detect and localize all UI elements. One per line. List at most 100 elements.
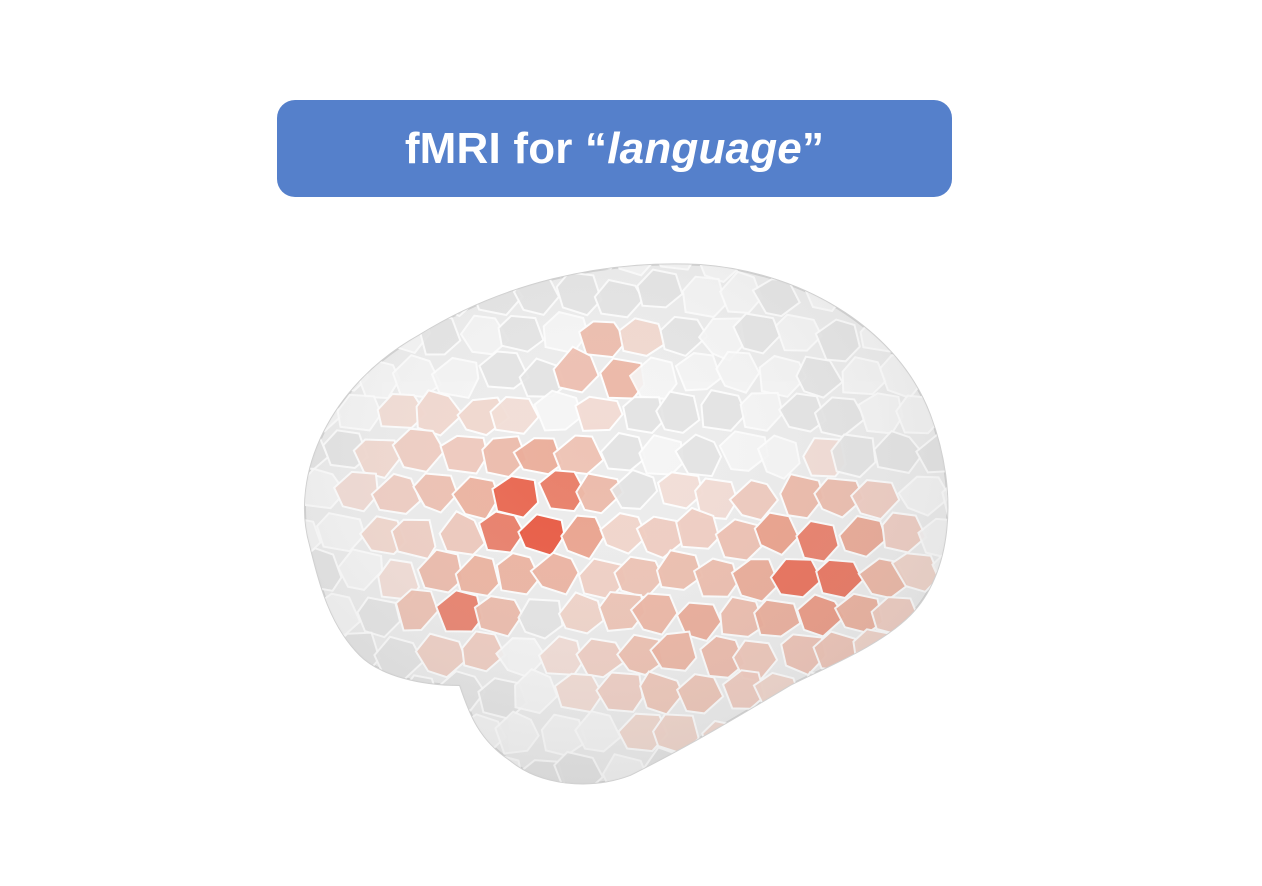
brain-parcel bbox=[357, 748, 403, 784]
brain-parcel bbox=[383, 794, 429, 805]
brain-parcel bbox=[917, 268, 948, 316]
brain-parcel bbox=[317, 273, 368, 315]
brain-parcel bbox=[304, 264, 343, 278]
brain-parcel bbox=[961, 282, 970, 319]
brain-parcel bbox=[414, 716, 466, 758]
brain-parcel bbox=[821, 794, 865, 805]
brain-parcel bbox=[779, 797, 824, 805]
brain-parcel bbox=[717, 751, 769, 784]
brain-parcel bbox=[931, 550, 948, 597]
brain-parcel bbox=[936, 632, 948, 678]
brain-parcel bbox=[314, 672, 366, 714]
brain-parcel bbox=[615, 790, 665, 805]
brain-parcel bbox=[961, 514, 971, 553]
title-suffix: ” bbox=[801, 123, 825, 173]
brain-parcel bbox=[781, 711, 828, 756]
brain-parcel bbox=[881, 756, 931, 784]
brain-parcel bbox=[334, 795, 377, 805]
brain-parcel bbox=[893, 792, 937, 805]
brain-parcel bbox=[304, 352, 330, 396]
brain-parcel bbox=[750, 754, 798, 784]
brain-parcel bbox=[578, 264, 625, 270]
brain-parcel bbox=[304, 751, 323, 784]
brain-parcel bbox=[929, 714, 948, 757]
brain-parcel bbox=[421, 794, 465, 806]
brain-parcel bbox=[657, 797, 706, 805]
brain-parcel bbox=[954, 437, 970, 477]
brain-parcel bbox=[671, 753, 719, 784]
brain-parcel bbox=[491, 264, 539, 276]
brain-parcel bbox=[859, 312, 907, 353]
brain-parcel bbox=[681, 275, 727, 319]
brain-parcel bbox=[304, 595, 328, 636]
brain-parcel bbox=[896, 634, 940, 674]
brain-parcel bbox=[913, 749, 948, 784]
brain-parcel bbox=[893, 713, 944, 756]
brain-parcel bbox=[461, 264, 510, 282]
brain-parcel bbox=[957, 595, 970, 638]
brain-parcel bbox=[379, 264, 430, 277]
brain-parcel bbox=[838, 270, 889, 313]
brain-parcel bbox=[421, 264, 469, 276]
brain-parcel bbox=[333, 719, 384, 764]
brain-parcel bbox=[854, 797, 903, 806]
brain-parcel bbox=[320, 752, 368, 784]
brain-parcel bbox=[270, 559, 301, 600]
brain-parcel bbox=[937, 317, 948, 358]
brain-parcel bbox=[304, 632, 344, 676]
brain-parcel bbox=[270, 312, 299, 350]
brain-parcel bbox=[915, 592, 948, 637]
brain-parcel bbox=[856, 709, 905, 754]
brain-parcel bbox=[955, 667, 971, 712]
brain-parcel bbox=[434, 757, 483, 784]
brain-parcel bbox=[270, 798, 305, 805]
brain-parcel bbox=[499, 793, 545, 805]
brain-parcel bbox=[396, 271, 443, 314]
title-emphasis: language bbox=[607, 123, 802, 173]
brain-parcel bbox=[477, 752, 524, 784]
brain-parcel bbox=[790, 750, 840, 784]
brain-parcel bbox=[534, 264, 582, 278]
brain-parcel bbox=[852, 628, 900, 671]
brain-parcel bbox=[299, 797, 342, 805]
brain-parcel bbox=[333, 317, 385, 360]
brain-parcel bbox=[270, 474, 300, 518]
brain-parcel bbox=[813, 264, 865, 279]
brain-parcel bbox=[800, 671, 849, 713]
brain-parcel bbox=[959, 349, 970, 390]
brain-parcel bbox=[837, 749, 883, 784]
title-prefix: fMRI for “ bbox=[404, 123, 608, 173]
brain-parcel bbox=[892, 264, 938, 278]
brain-parcel bbox=[304, 675, 328, 720]
brain-parcel bbox=[814, 708, 863, 754]
title-banner: fMRI for “language” bbox=[277, 100, 952, 197]
brain-parcel bbox=[735, 264, 783, 272]
brain-parcel bbox=[335, 264, 390, 273]
brain-parcel bbox=[270, 718, 300, 762]
brain-parcel bbox=[270, 245, 302, 276]
brain-parcel bbox=[918, 680, 948, 721]
brain-parcel bbox=[936, 399, 948, 441]
brain-parcel bbox=[938, 798, 970, 805]
brain-parcel bbox=[956, 754, 970, 793]
brain-parcel bbox=[304, 316, 348, 357]
brain-parcel bbox=[371, 712, 423, 754]
brain-parcel bbox=[777, 264, 831, 276]
brain-svg bbox=[270, 245, 971, 806]
brain-parcel bbox=[359, 274, 408, 314]
brain-parcel bbox=[304, 275, 328, 319]
brain-parcel bbox=[879, 673, 925, 718]
brain-parcel bbox=[696, 795, 745, 805]
brain-parcel bbox=[851, 264, 901, 272]
brain-parcel bbox=[351, 679, 402, 720]
brain-parcel bbox=[577, 796, 622, 805]
brain-parcel bbox=[894, 312, 947, 353]
brain-parcel bbox=[942, 264, 948, 277]
brain-parcel bbox=[838, 675, 887, 716]
brain-parcel bbox=[871, 277, 924, 317]
brain-parcel bbox=[456, 797, 503, 805]
brain-figure bbox=[270, 245, 970, 805]
brain-parcel bbox=[531, 792, 577, 805]
brain-parcel bbox=[439, 434, 489, 475]
brain-parcel bbox=[701, 719, 749, 758]
